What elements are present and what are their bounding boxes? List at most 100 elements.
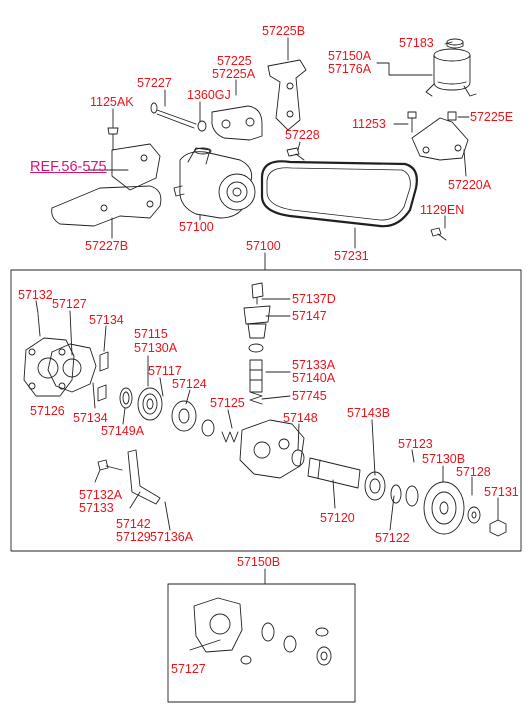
leader-57134a: [103, 325, 107, 352]
leader-57127-kit: [189, 639, 221, 651]
part-label-57123: 57123: [398, 437, 433, 451]
leader-57127: [69, 310, 73, 356]
reference-link-56-575[interactable]: REF.56-575: [30, 159, 107, 175]
part-label-57136A: 57136A: [150, 530, 194, 544]
ring-57122: [390, 484, 402, 504]
leader-57228: [297, 141, 301, 151]
leader-57745: [261, 395, 291, 400]
part-label-57137D: 57137D: [292, 292, 336, 306]
part-label-57132: 57132: [18, 288, 53, 302]
part-label-1125AK: 1125AK: [90, 95, 134, 109]
part-label-57124: 57124: [172, 377, 207, 391]
cover-57126: [23, 337, 75, 397]
part-label-1129EN: 1129EN: [420, 203, 465, 217]
bolt-57132A: [97, 459, 123, 471]
bracket-57225: [211, 105, 263, 141]
bolt-57227: [150, 102, 197, 129]
part-label-57183: 57183: [399, 36, 434, 50]
part-label-57133A: 57133A: [292, 358, 336, 372]
part-label-57227B: 57227B: [85, 239, 129, 253]
spring-57148: [221, 431, 239, 443]
part-label-57228: 57228: [285, 128, 320, 142]
part-label-57220A: 57220A: [448, 178, 492, 192]
bracket-57220A: [411, 117, 469, 161]
part-label-57100-box: 57100: [246, 239, 281, 253]
part-label-57225E: 57225E: [470, 110, 514, 124]
part-label-1360GJ: 1360GJ: [187, 88, 231, 102]
part-label-57120: 57120: [320, 511, 355, 525]
pump-body: [239, 419, 305, 479]
leader-57142: [129, 491, 141, 509]
part-label-57127-kit: 57127: [171, 662, 206, 676]
leader-57125: [227, 409, 233, 429]
ring-57149A: [119, 387, 133, 409]
leader-57123: [411, 449, 415, 463]
part-label-57122: 57122: [375, 531, 410, 545]
rotor-57130A: [137, 387, 163, 421]
part-label-57150A: 57150A: [328, 49, 372, 63]
seal-57123: [405, 485, 419, 507]
spring-57745: [249, 391, 263, 405]
part-label-57150B: 57150B: [237, 555, 281, 569]
washer-1360GJ: [197, 120, 207, 132]
o-ring-57125: [201, 419, 215, 437]
shaft-57120: [307, 457, 361, 489]
part-label-57231: 57231: [334, 249, 369, 263]
seal-kit-frame: [167, 583, 356, 703]
bolt-57132: [37, 313, 41, 337]
part-label-57176A: 57176A: [328, 62, 372, 76]
part-label-57147: 57147: [292, 309, 327, 323]
part-label-57128: 57128: [456, 465, 491, 479]
leader-57117: [159, 377, 164, 397]
leader-57149A: [122, 407, 126, 425]
part-label-57227: 57227: [137, 76, 172, 90]
nut-57131: [489, 519, 507, 537]
part-label-57140A: 57140A: [292, 371, 336, 385]
seal-57148: [291, 449, 305, 467]
o-ring-57133A: [248, 343, 264, 353]
reservoir-cap-57183: [446, 38, 464, 49]
part-label-57126: 57126: [30, 404, 65, 418]
valve-57140A: [249, 359, 263, 393]
bracket-57227B: [51, 185, 162, 227]
gasket-57127: [47, 343, 97, 393]
kit-seal: [283, 635, 297, 653]
valve-57137D: [251, 282, 264, 305]
leader-57220A: [463, 149, 467, 177]
part-label-57100-top: 57100: [179, 220, 214, 234]
part-label-57117: 57117: [148, 364, 182, 378]
bolt-57228: [286, 147, 305, 161]
bracket-57142: [127, 449, 161, 505]
kit-gasket-57127: [193, 597, 243, 653]
part-label-57142: 57142: [116, 517, 151, 531]
part-label-57745: 57745: [292, 389, 327, 403]
pin-57134b: [97, 384, 107, 402]
pump-57100: [173, 147, 256, 219]
pin-57134a: [99, 351, 109, 372]
part-label-57134-b: 57134: [73, 411, 108, 425]
bearing-57143B: [364, 471, 386, 501]
leader-57132: [35, 300, 39, 314]
leader-57143B: [371, 419, 376, 476]
part-label-57127: 57127: [52, 297, 87, 311]
part-label-57125: 57125: [210, 396, 245, 410]
part-label-57132A: 57132A: [79, 488, 123, 502]
part-label-57115: 57115: [134, 327, 168, 341]
part-label-57148: 57148: [283, 411, 318, 425]
part-label-57131: 57131: [484, 485, 519, 499]
part-label-57143B: 57143B: [347, 406, 391, 420]
kit-o-ring: [261, 622, 275, 642]
kit-ring: [315, 627, 329, 637]
part-label-57130B: 57130B: [422, 452, 466, 466]
bracket-ref-56-575: [111, 143, 161, 191]
part-label-57225B: 57225B: [262, 24, 306, 38]
leader-57120: [332, 479, 336, 509]
part-label-57133: 57133: [79, 501, 114, 515]
bracket-57225B: [267, 59, 307, 131]
leader-57183: [444, 41, 453, 45]
part-label-57149A: 57149A: [101, 424, 145, 438]
part-label-57225A: 57225A: [212, 67, 256, 81]
part-label-57225: 57225: [217, 54, 252, 68]
bolt-1129EN: [430, 227, 447, 241]
